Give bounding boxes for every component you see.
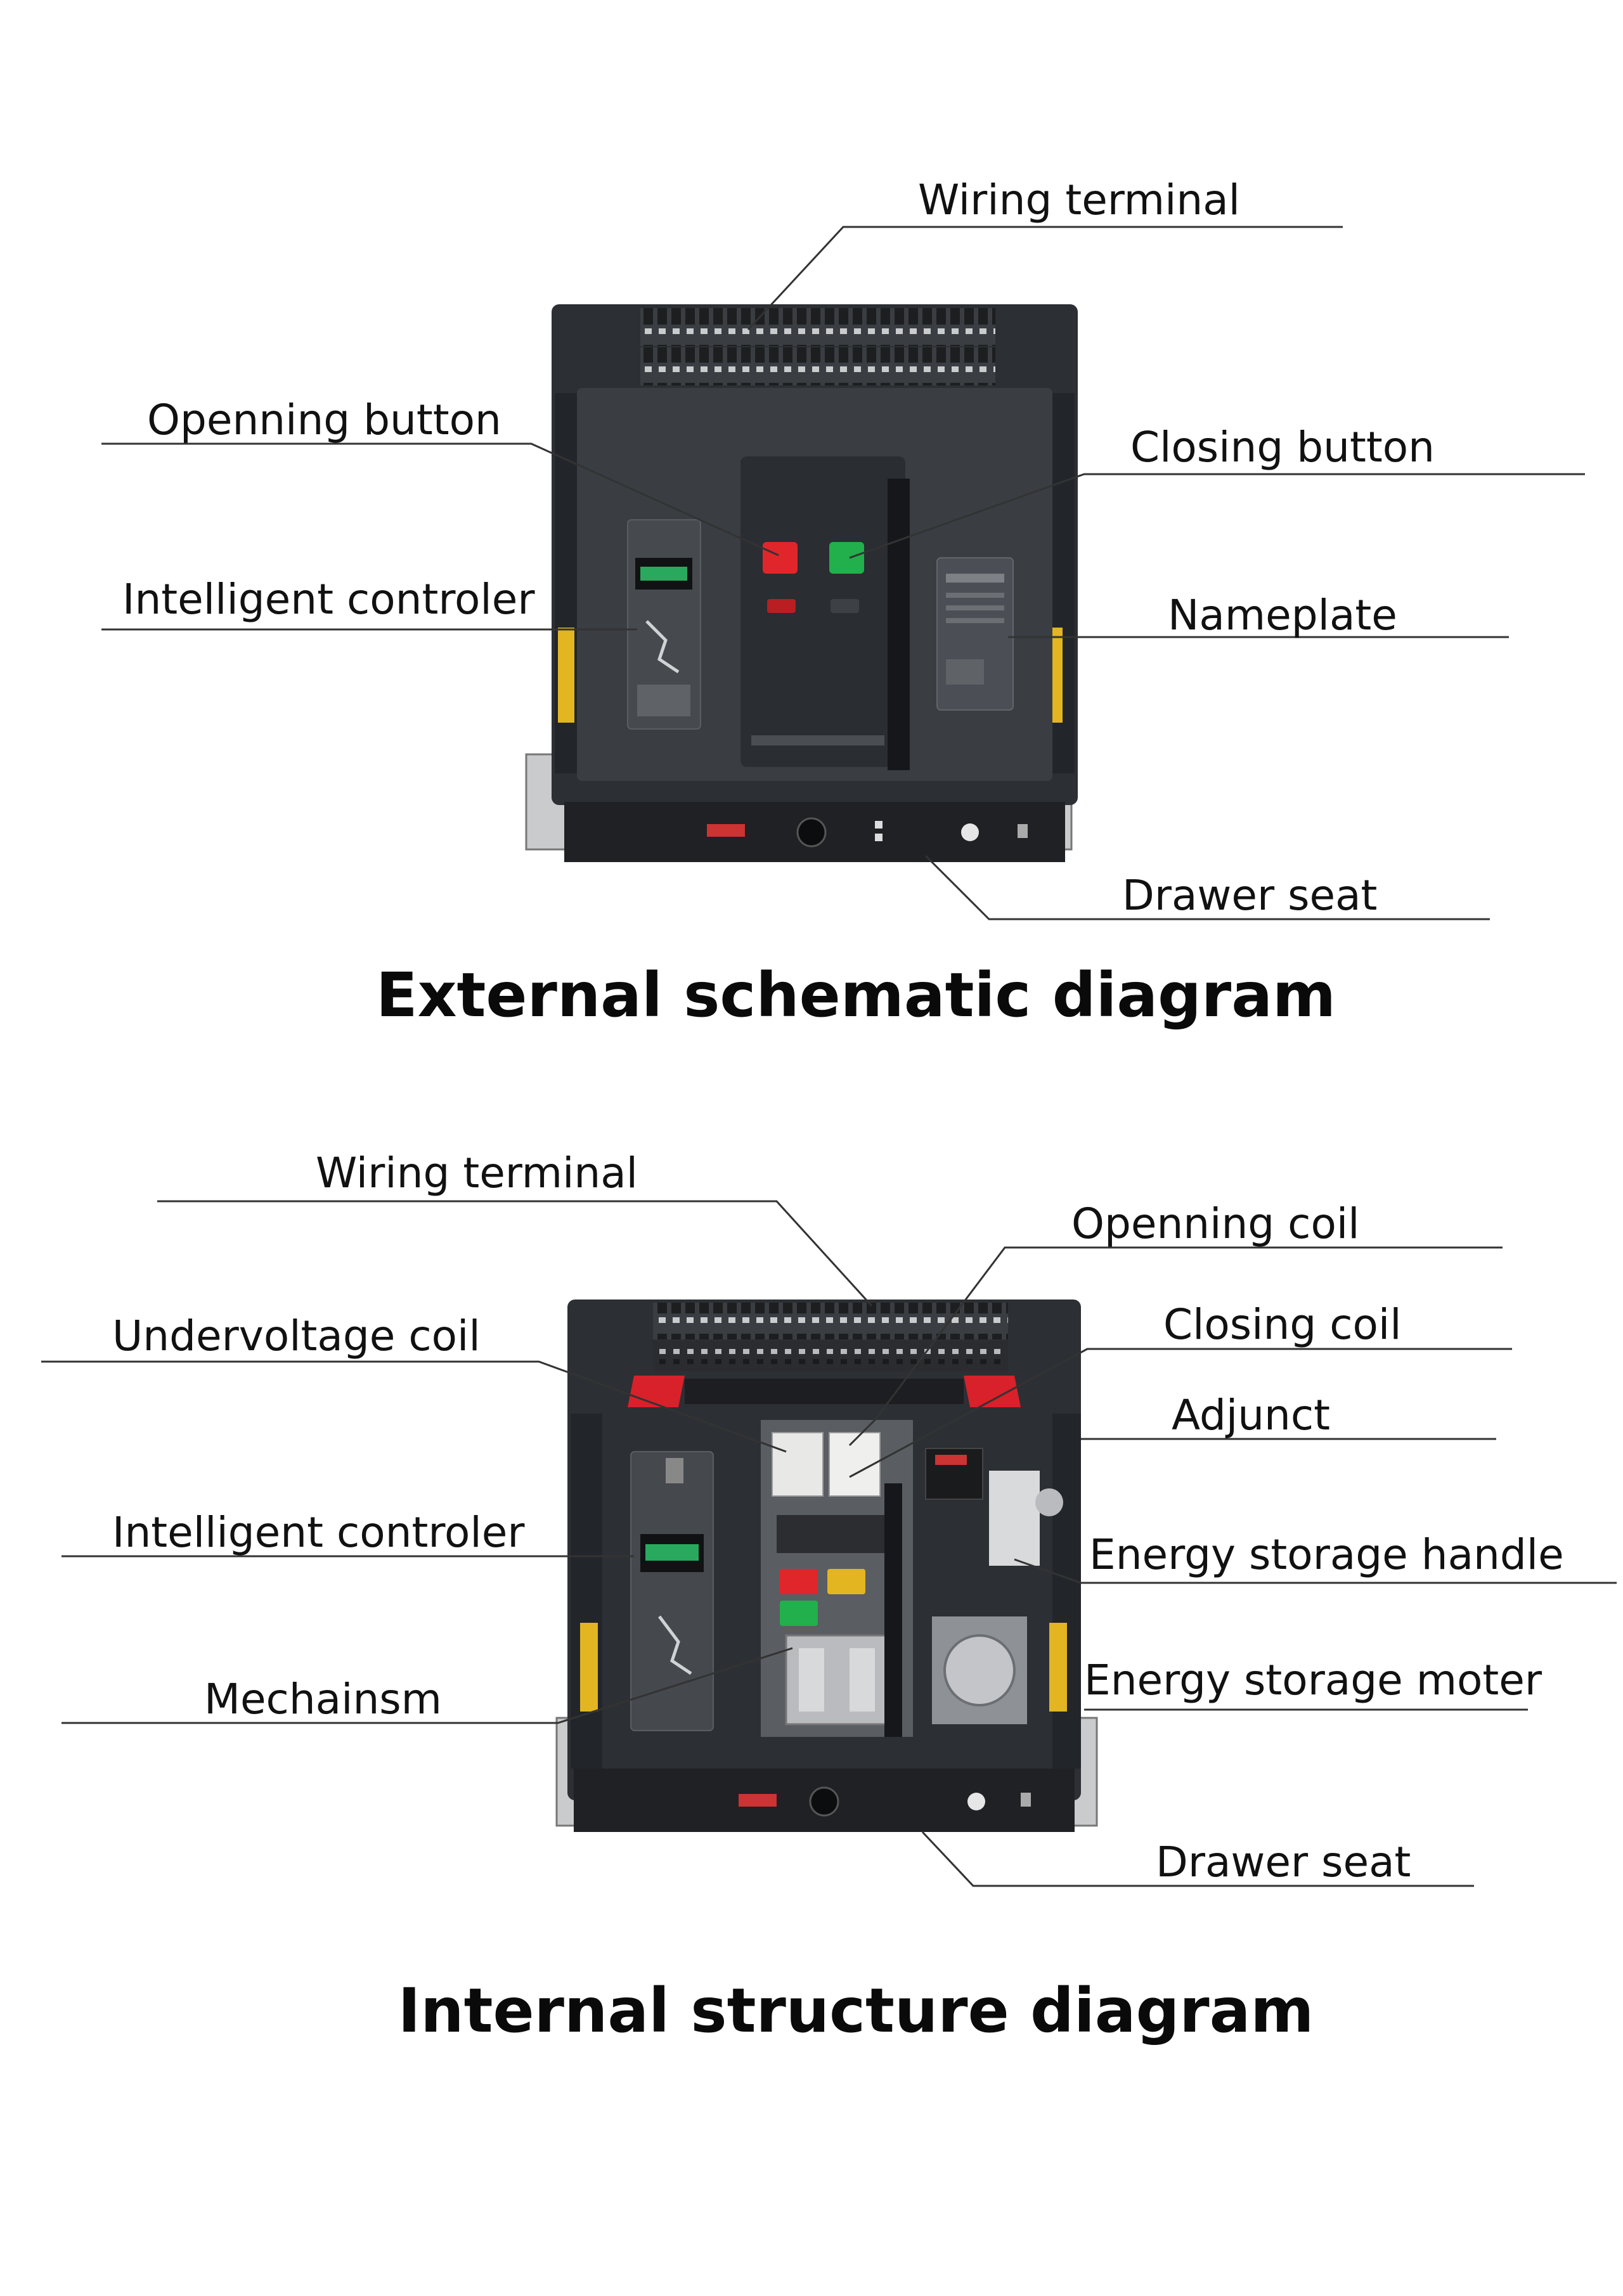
- external-leader-lines: [101, 226, 1585, 920]
- operation-block: [740, 456, 905, 767]
- internal-label-openning-coil: Openning coil: [1071, 1199, 1360, 1248]
- external-label-openning-button: Openning button: [147, 396, 501, 444]
- external-label-nameplate: Nameplate: [1168, 591, 1397, 640]
- energy-storage-handle-shape: [989, 1471, 1040, 1566]
- operation-handle: [888, 479, 910, 770]
- internal-label-intelligent-controler: Intelligent controler: [112, 1508, 525, 1557]
- internal-label-energy-storage-moter: Energy storage moter: [1084, 1656, 1542, 1705]
- internal-label-energy-storage-handle: Energy storage handle: [1089, 1530, 1564, 1579]
- internal-title: Internal structure diagram: [398, 1975, 1314, 2046]
- red-bracket-left: [628, 1376, 685, 1407]
- red-bracket-right: [964, 1376, 1021, 1407]
- internal-side-lock-left: [580, 1623, 598, 1712]
- internal-intelligent-controller: [630, 1451, 714, 1731]
- external-label-wiring-terminal: Wiring terminal: [918, 176, 1240, 224]
- external-label-intelligent-controler: Intelligent controler: [122, 575, 535, 624]
- side-lock-left: [558, 628, 574, 723]
- internal-label-closing-coil: Closing coil: [1163, 1300, 1402, 1349]
- internal-label-adjunct: Adjunct: [1172, 1391, 1330, 1440]
- internal-leader-lines: [41, 1200, 1617, 1887]
- internal-label-undervoltage-coil: Undervoltage coil: [112, 1312, 481, 1360]
- wiring-terminal-block: [640, 308, 995, 346]
- external-title: External schematic diagram: [376, 960, 1336, 1031]
- external-breaker-illustration: [525, 304, 1078, 862]
- internal-breaker-illustration: [555, 1300, 1098, 1832]
- closing-button-shape: [829, 542, 864, 574]
- openning-button-shape: [763, 542, 798, 574]
- internal-label-mechainsm: Mechainsm: [204, 1675, 442, 1724]
- internal-wiring-terminal-block: [653, 1303, 1008, 1339]
- openning-coil-shape: [772, 1432, 824, 1497]
- external-label-closing-button: Closing button: [1130, 423, 1435, 472]
- internal-side-lock-right: [1049, 1623, 1067, 1712]
- internal-operation-handle: [884, 1483, 902, 1737]
- internal-label-drawer-seat: Drawer seat: [1156, 1838, 1411, 1886]
- internal-label-wiring-terminal: Wiring terminal: [316, 1149, 638, 1197]
- external-label-drawer-seat: Drawer seat: [1122, 871, 1377, 920]
